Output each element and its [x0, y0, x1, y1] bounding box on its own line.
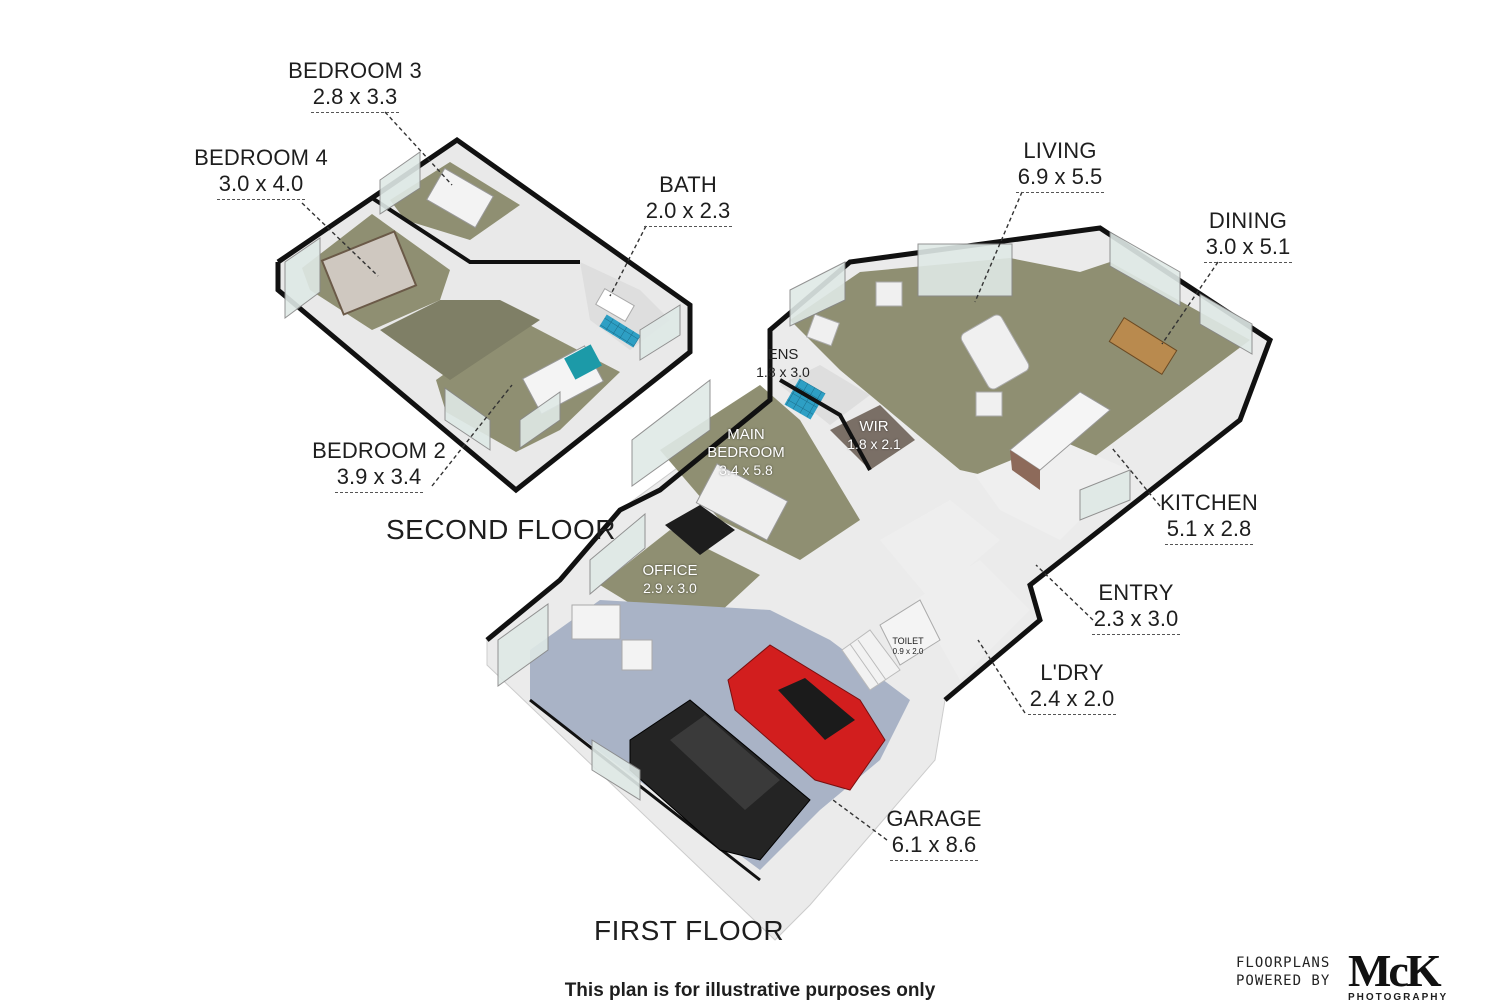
label-bath: BATH 2.0 x 2.3	[618, 172, 758, 227]
room-dimensions: 5.1 x 2.8	[1164, 516, 1254, 545]
label-office: OFFICE 2.9 x 3.0	[632, 562, 708, 597]
room-dimensions: 2.3 x 3.0	[1091, 606, 1181, 635]
room-name: OFFICE	[642, 562, 698, 579]
stairs	[841, 629, 901, 691]
second-floor-outer-walls	[275, 136, 693, 494]
bedroom3-bed	[426, 167, 494, 229]
label-living: LIVING 6.9 x 5.5	[990, 138, 1130, 193]
label-wir: WIR 1.8 x 2.1	[838, 418, 910, 453]
room-name: WIR	[859, 418, 889, 435]
living-chair-3	[975, 391, 1003, 417]
wir-floor	[830, 405, 915, 470]
entry-floor	[880, 500, 1000, 600]
living-chair-1	[875, 281, 903, 307]
second-floor-leaders	[301, 111, 647, 487]
living-sofa	[960, 314, 1030, 390]
label-toilet: TOILET 0.9 x 2.0	[886, 636, 930, 657]
room-dimensions: 6.9 x 5.5	[1015, 164, 1105, 193]
room-name: BEDROOM 4	[194, 145, 328, 170]
room-dimensions: 0.9 x 2.0	[892, 647, 924, 656]
bedroom2-bedspread	[564, 344, 602, 380]
label-bedroom3: BEDROOM 3 2.8 x 3.3	[270, 58, 440, 113]
hall-floor	[380, 300, 540, 380]
room-dimensions: 2.8 x 3.3	[310, 84, 400, 113]
second-floor-model	[275, 136, 693, 494]
room-name: LIVING	[1023, 138, 1097, 163]
label-bedroom2: BEDROOM 2 3.9 x 3.4	[294, 438, 464, 493]
ens-floor	[780, 365, 870, 425]
room-dimensions: 3.9 x 3.4	[334, 464, 424, 493]
living-chair-2	[806, 313, 840, 347]
room-dimensions: 1.8 x 3.0	[756, 364, 810, 380]
first-floor-leaders	[832, 191, 1219, 841]
garage-dryer	[621, 639, 653, 671]
room-dimensions: 3.0 x 5.1	[1203, 234, 1293, 263]
garage-washer	[571, 604, 621, 640]
label-dining: DINING 3.0 x 5.1	[1188, 208, 1308, 263]
bedroom4-bed	[320, 230, 418, 316]
room-name: BEDROOM 3	[288, 58, 422, 83]
office-desk	[665, 505, 735, 555]
room-dimensions: 6.1 x 8.6	[889, 832, 979, 861]
first-floor-model	[485, 225, 1274, 941]
toilet-room	[879, 599, 941, 666]
label-kitchen: KITCHEN 5.1 x 2.8	[1146, 490, 1272, 545]
first-floor-windows	[497, 231, 1253, 801]
room-dimensions: 2.4 x 2.0	[1027, 686, 1117, 715]
laundry-floor	[915, 560, 1030, 680]
brand-text: FLOORPLANS POWERED BY	[1236, 954, 1330, 990]
first-floor-title: FIRST FLOOR	[594, 915, 785, 946]
room-dimensions: 2.9 x 3.0	[643, 580, 697, 596]
second-floor-windows	[284, 151, 681, 451]
room-name: BATH	[659, 172, 717, 197]
label-ens: ENS 1.8 x 3.0	[750, 346, 816, 381]
room-dimensions: 3.4 x 5.8	[719, 462, 773, 478]
room-name: ENS	[767, 346, 799, 363]
room-name: ENTRY	[1098, 580, 1174, 605]
disclaimer: This plan is for illustrative purposes o…	[564, 980, 936, 1001]
brand-sub: PHOTOGRAPHY	[1348, 992, 1449, 1003]
room-name: L'DRY	[1040, 660, 1104, 685]
brand-block: FLOORPLANS POWERED BY McK PHOTOGRAPHY	[1236, 948, 1500, 1003]
room-name: BEDROOM 2	[312, 438, 446, 463]
label-main-bedroom: MAIN BEDROOM 3.4 x 5.8	[698, 426, 794, 479]
room-name: KITCHEN	[1160, 490, 1258, 515]
first-floor-outer-walls	[485, 225, 1274, 702]
brand-line1: FLOORPLANS	[1236, 955, 1331, 971]
kitchen-island-side	[1010, 450, 1040, 490]
second-floor-inner-walls	[370, 196, 580, 264]
room-dimensions: 2.0 x 2.3	[643, 198, 733, 227]
room-dimensions: 3.0 x 4.0	[216, 171, 306, 200]
label-entry: ENTRY 2.3 x 3.0	[1076, 580, 1196, 635]
office-floor	[600, 530, 760, 640]
bath-tub	[595, 288, 635, 322]
label-bedroom4: BEDROOM 4 3.0 x 4.0	[176, 145, 346, 200]
brand-line2: POWERED BY	[1236, 973, 1331, 989]
label-garage: GARAGE 6.1 x 8.6	[872, 806, 996, 861]
second-floor-title: SECOND FLOOR	[386, 514, 617, 545]
red-car	[727, 644, 886, 791]
first-floor-inner-walls	[778, 378, 872, 471]
brand-logo: McK	[1348, 945, 1442, 996]
dining-table	[1108, 317, 1178, 375]
room-dimensions: 1.8 x 2.1	[847, 436, 901, 452]
label-laundry: L'DRY 2.4 x 2.0	[1012, 660, 1132, 715]
room-name: DINING	[1208, 208, 1288, 233]
room-name: GARAGE	[886, 806, 982, 831]
main-bedroom-bed	[695, 463, 789, 541]
bath-tiles	[599, 314, 641, 348]
room-name: TOILET	[892, 636, 924, 646]
room-name: MAIN BEDROOM	[707, 426, 785, 461]
